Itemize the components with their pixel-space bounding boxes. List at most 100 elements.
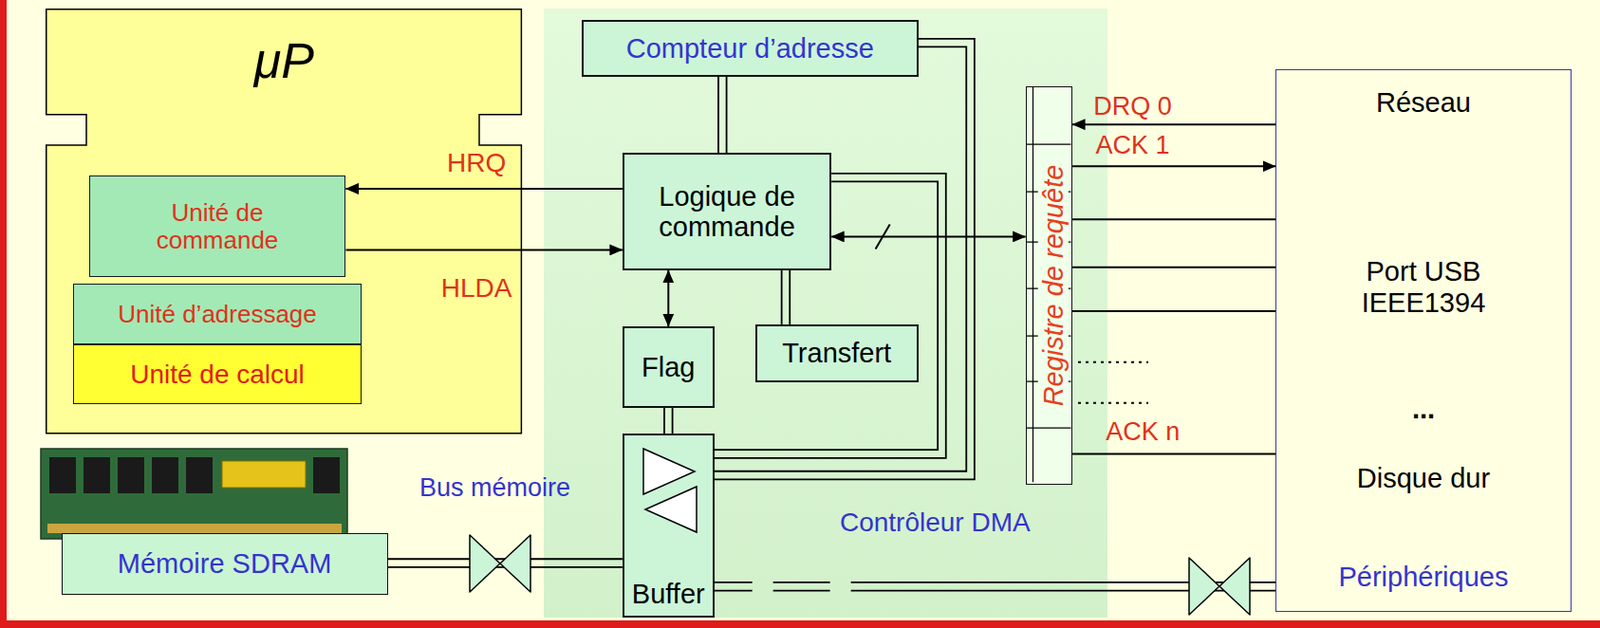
bus-connector [781, 270, 791, 325]
bus-transceiver-symbol [469, 535, 531, 593]
signal-name: HLDA [441, 274, 513, 304]
memory-chip [151, 457, 179, 494]
text-slot: ... [1276, 393, 1571, 425]
connector-line [1072, 123, 1276, 126]
register-divider [1026, 144, 1071, 146]
node-label: Unité d’adressage [117, 300, 317, 329]
bus-width-slash [875, 224, 891, 250]
memory-box: Mémoire SDRAM [61, 533, 389, 596]
signal-connector [1072, 219, 1276, 221]
signal-name: ACK 1 [1096, 130, 1171, 160]
node-label: Port USB IEEE1394 [1342, 256, 1505, 318]
unit-box: Unité de commande [89, 175, 347, 279]
connector-line [345, 187, 622, 190]
connector-line [714, 181, 939, 450]
memory-sticker [222, 461, 306, 488]
node-label: Disque dur [1357, 463, 1490, 494]
buffer-box: Buffer [622, 433, 715, 618]
label-slot: ACK 1 [1096, 130, 1171, 160]
memory-chip [186, 457, 213, 494]
connector-line [725, 76, 728, 154]
signal-connector [668, 270, 670, 327]
node-label: Périphériques [1338, 561, 1508, 593]
connector-line [1072, 266, 1276, 269]
connector-line [1072, 165, 1276, 168]
node-label: Unité de calcul [130, 359, 305, 390]
connector-line [345, 248, 622, 251]
driver-triangle [643, 448, 695, 495]
signal-name: ACK n [1105, 417, 1180, 447]
node-label: Compteur d’adresse [626, 33, 875, 64]
memory-board [40, 448, 348, 540]
signal-connector [345, 187, 622, 189]
memory-chip [83, 457, 111, 494]
text-slot: Contrôleur DMA [839, 507, 1031, 538]
signal-name: DRQ 0 [1093, 92, 1173, 121]
signal-connector [831, 236, 1025, 238]
signal-connector [345, 249, 622, 251]
signal-connector [1072, 124, 1276, 126]
processor-chip: μP Unité de commandeUnité d’adressageUnit… [45, 8, 522, 434]
memory-chip [49, 457, 76, 494]
connector-line [663, 408, 666, 434]
memory-chip [117, 457, 145, 494]
frame-bar [0, 620, 1600, 628]
unit-box: Unité d’adressage [73, 283, 361, 346]
transfer-box: Transfert [755, 324, 919, 383]
text-slot: μP [45, 33, 522, 89]
bus-connector [664, 408, 673, 434]
connector-line [788, 270, 791, 325]
label-slot: HLDA [441, 274, 513, 304]
text-slot: Périphériques [1276, 561, 1571, 593]
control-logic-box: Logique de commande [622, 152, 832, 271]
unit-box: Unité de calcul [73, 344, 361, 404]
connector-line [1072, 310, 1276, 313]
connector-line [714, 46, 968, 471]
label-slot: ACK n [1105, 417, 1180, 447]
dotted-line [1078, 402, 1149, 405]
signal-name: HRQ [446, 148, 506, 178]
request-register: Registre de requête [1025, 86, 1073, 484]
connector-line [717, 76, 720, 154]
connector-line [1072, 452, 1276, 455]
signal-name: Bus mémoire [419, 473, 571, 503]
node-label: Registre de requête [1037, 161, 1068, 411]
node-label: Unité de commande [136, 199, 298, 255]
label-slot: HRQ [446, 148, 506, 178]
bus-transceiver-symbol [1189, 558, 1250, 615]
register-edge [1032, 87, 1034, 483]
text-slot: Port USB IEEE1394 [1276, 256, 1571, 318]
connector-line [781, 270, 783, 325]
connector-line [667, 270, 670, 327]
dotted-line [1078, 361, 1149, 364]
dma-controller-region: Contrôleur DMA Compteur d’adresseLogique … [543, 8, 1108, 618]
signal-connector [1072, 310, 1276, 312]
label-slot: DRQ 0 [1093, 92, 1173, 121]
connector-line [671, 408, 674, 434]
signal-connector [1072, 166, 1276, 168]
node-label: μP [254, 33, 315, 89]
node-label: ... [1412, 393, 1435, 425]
node-label: Logique de commande [624, 181, 830, 243]
text-slot: Buffer [624, 578, 713, 610]
signal-connector [1072, 266, 1276, 268]
text-slot: Réseau [1276, 87, 1571, 118]
frame-bar [0, 0, 7, 628]
peripheral-box: RéseauPort USB IEEE1394... Disque durPéri… [1275, 69, 1572, 613]
bus-connector [714, 38, 975, 481]
node-label: Buffer [632, 578, 706, 610]
memory-module-picture [40, 448, 348, 540]
register-divider [1026, 427, 1071, 429]
bus-connector [714, 173, 947, 459]
connector-line [1072, 218, 1276, 221]
node-label: Transfert [781, 337, 892, 369]
node-label: Contrôleur DMA [839, 507, 1031, 538]
bus-connector [718, 76, 727, 154]
chip-shape [46, 8, 522, 433]
label-slot: Bus mémoire [419, 473, 571, 503]
node-label: Mémoire SDRAM [117, 548, 333, 579]
flag-box: Flag [622, 326, 715, 409]
buffer-symbol [624, 435, 713, 540]
connector-line [714, 173, 947, 459]
